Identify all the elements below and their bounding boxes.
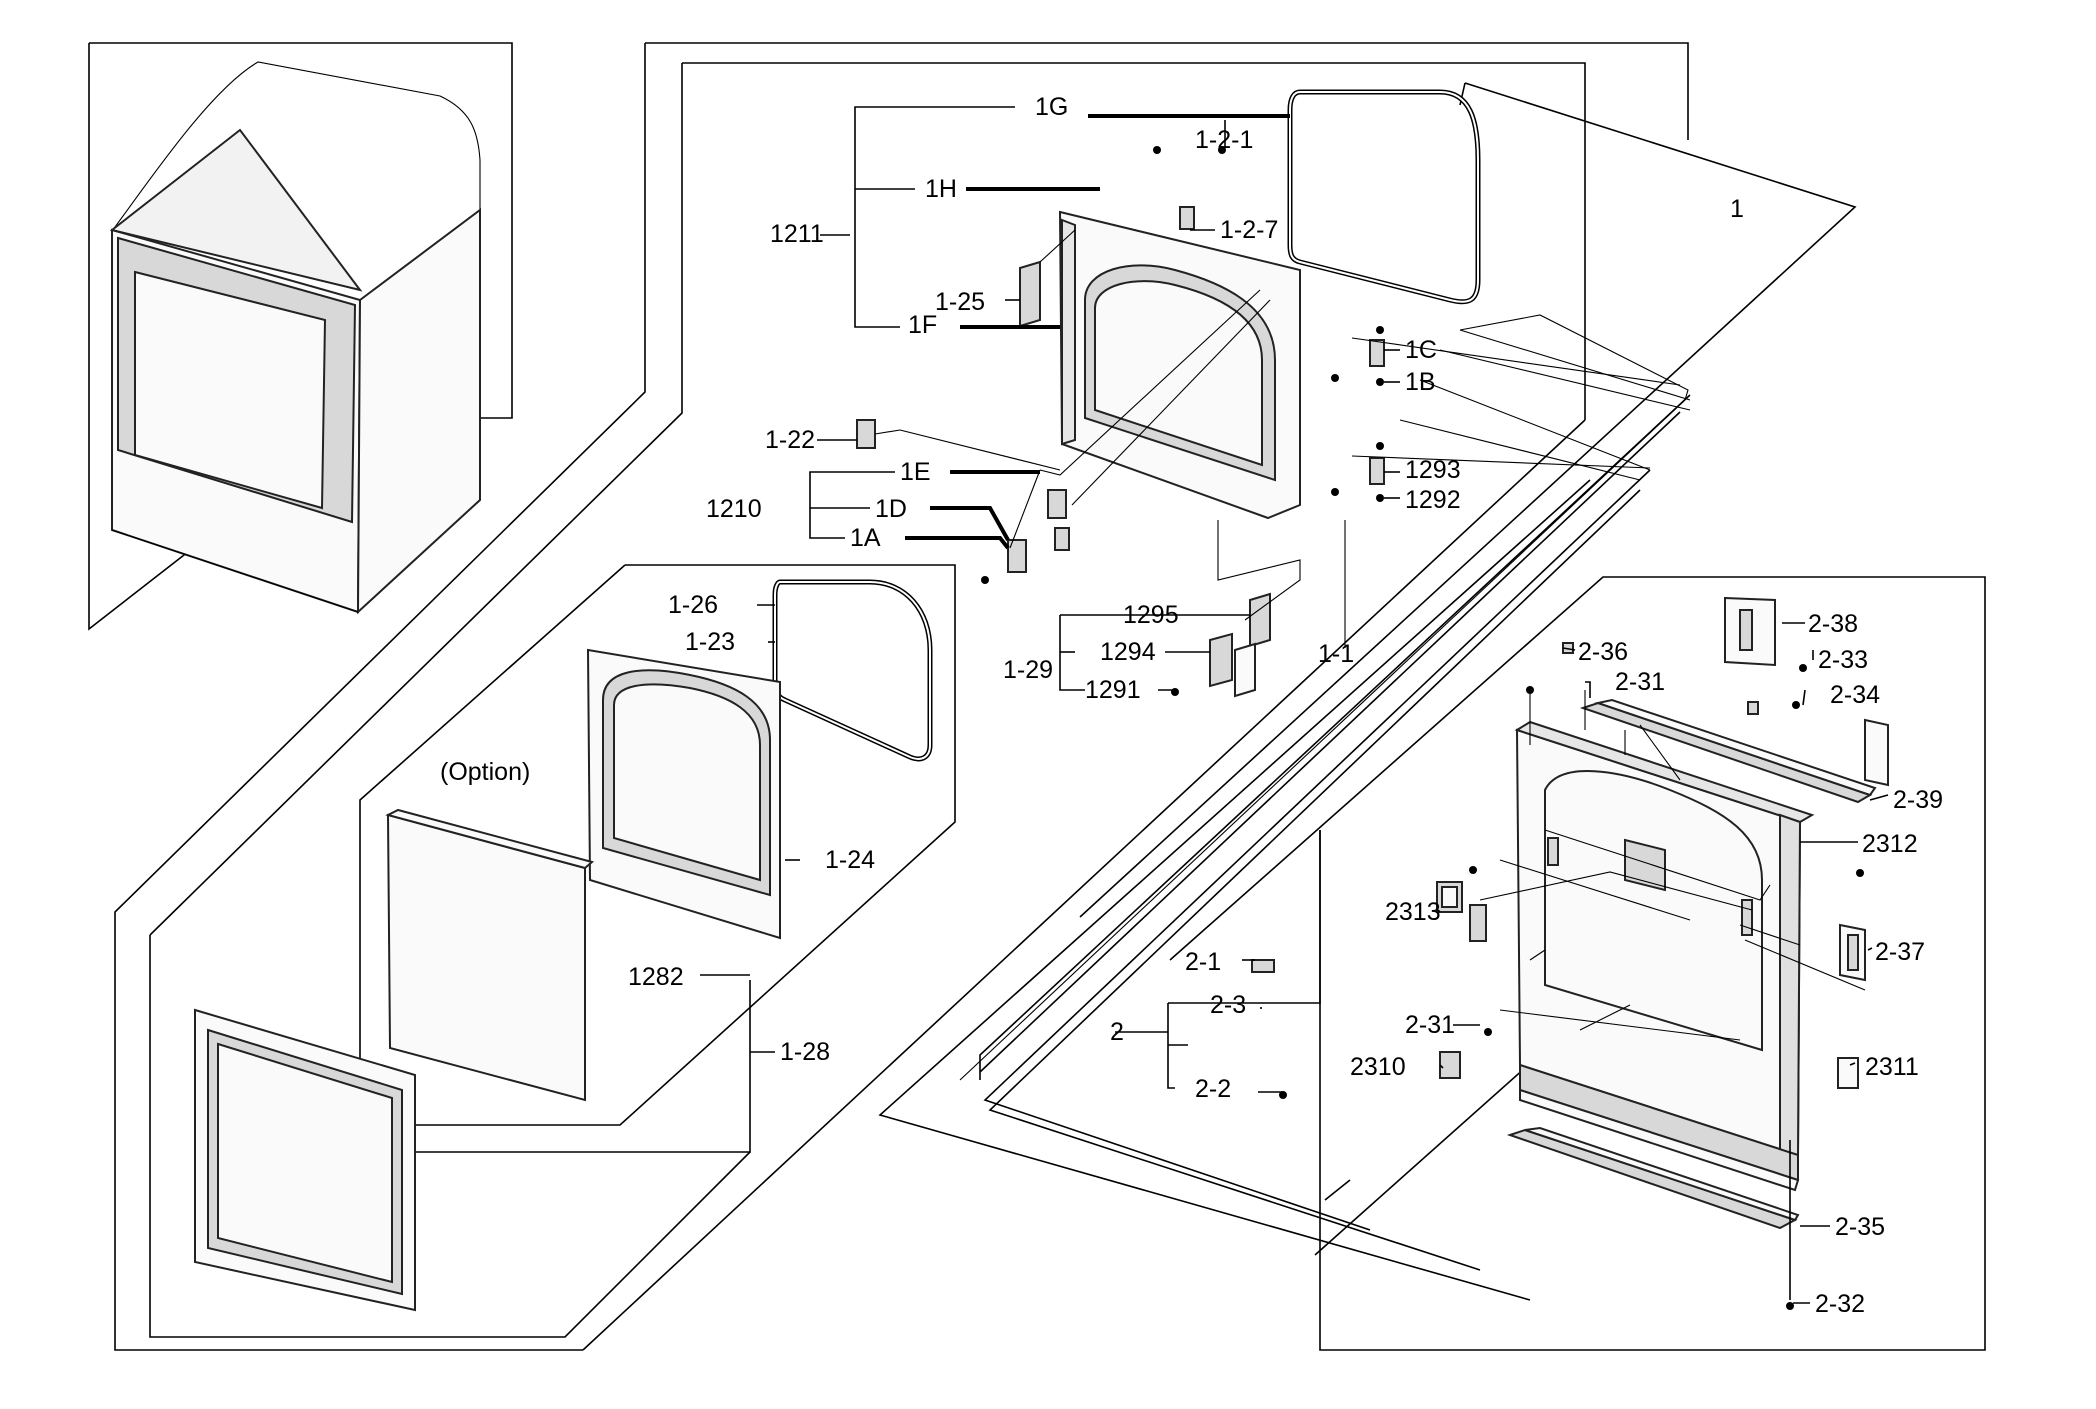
label-1-24: 1-24 [825,846,875,874]
label-2-33: 2-33 [1818,646,1868,674]
label-1210: 1210 [706,495,762,523]
label-1: 1 [1730,195,1744,223]
label-2-39: 2-39 [1893,786,1943,814]
label-1292: 1292 [1405,486,1461,514]
label-2313: 2313 [1385,898,1441,926]
label-1-2-1: 1-2-1 [1195,126,1253,154]
assembly-boundary-lines [114,42,1857,1351]
part-1G-gasket [1287,89,1481,305]
part-1-22-hinge [856,419,901,449]
label-2-37: 2-37 [1875,938,1925,966]
option-subpanel-outline [149,564,956,1338]
label-1295: 1295 [1123,601,1179,629]
label-2-1: 2-1 [1185,948,1221,976]
small-hardware-parts [1153,146,1385,502]
part-1210-hinge-set [981,489,1070,584]
label-2: 2 [1110,1018,1124,1046]
label-2-2: 2-2 [1195,1075,1231,1103]
label-2-3: 2-3 [1210,991,1246,1019]
label-2-38: 2-38 [1808,610,1858,638]
label-2-31-bottom: 2-31 [1405,1011,1455,1039]
label-1C: 1C [1405,336,1437,364]
part-1-26-1-23-gasket [772,579,933,762]
part-1282-front-panel [385,808,595,1102]
part-labels: 1G 1-2-1 1H 1-2-7 1211 1 1-25 1F 1C 1B 1… [440,93,1943,1318]
label-1H: 1H [925,175,957,203]
label-2312: 2312 [1862,830,1918,858]
label-1211: 1211 [770,220,824,248]
label-1293: 1293 [1405,456,1461,484]
label-2311: 2311 [1865,1053,1919,1081]
part-1F-inner-door-frame [1058,210,1301,520]
label-1-2-7: 1-2-7 [1220,216,1278,244]
dryer-overview-illustration [109,61,481,615]
door-assy-2-box [1169,576,1986,1351]
label-1D: 1D [875,495,907,523]
label-1291: 1291 [1085,676,1141,704]
label-1-22: 1-22 [765,426,815,454]
label-1294: 1294 [1100,638,1156,666]
label-option: (Option) [440,758,530,786]
label-1E: 1E [900,458,931,486]
label-1-23: 1-23 [685,628,735,656]
overview-panel [88,42,513,631]
part-1-24-door-panel [586,648,781,940]
part-2-38-hinge [1724,596,1776,667]
label-2-35: 2-35 [1835,1213,1885,1241]
part-1-29-hinge-set [1171,592,1271,698]
label-2-32: 2-32 [1815,1290,1865,1318]
label-1282: 1282 [628,963,684,991]
label-1G: 1G [1035,93,1068,121]
guide-lines-2 [1479,690,1866,1041]
part-2-39-rail [1579,698,1877,804]
label-1-25: 1-25 [935,288,985,316]
part-1-25-hinge-bracket [1019,229,1076,328]
label-2-36: 2-36 [1578,638,1628,666]
part-2-door-assembly [1514,720,1815,1192]
label-1-1: 1-1 [1318,640,1354,668]
part-2-39-bracket [1864,718,1889,787]
label-1-26: 1-26 [668,591,718,619]
leader-lines [700,106,1889,1304]
label-2310: 2310 [1350,1053,1406,1081]
label-1-28: 1-28 [780,1038,830,1066]
part-2-35-bottom-trim [1506,1126,1800,1230]
small-parts-2 [1251,642,1864,1310]
label-2-31-top: 2-31 [1615,668,1665,696]
label-1F: 1F [908,311,937,339]
part-2-37-hinge [1839,923,1866,982]
label-1A: 1A [850,524,881,552]
label-1-29: 1-29 [1003,656,1053,684]
part-1-28-door-trim [194,1008,416,1312]
explode-guide-lines [878,289,1691,1301]
label-1B: 1B [1405,368,1436,396]
label-2-34: 2-34 [1830,681,1880,709]
